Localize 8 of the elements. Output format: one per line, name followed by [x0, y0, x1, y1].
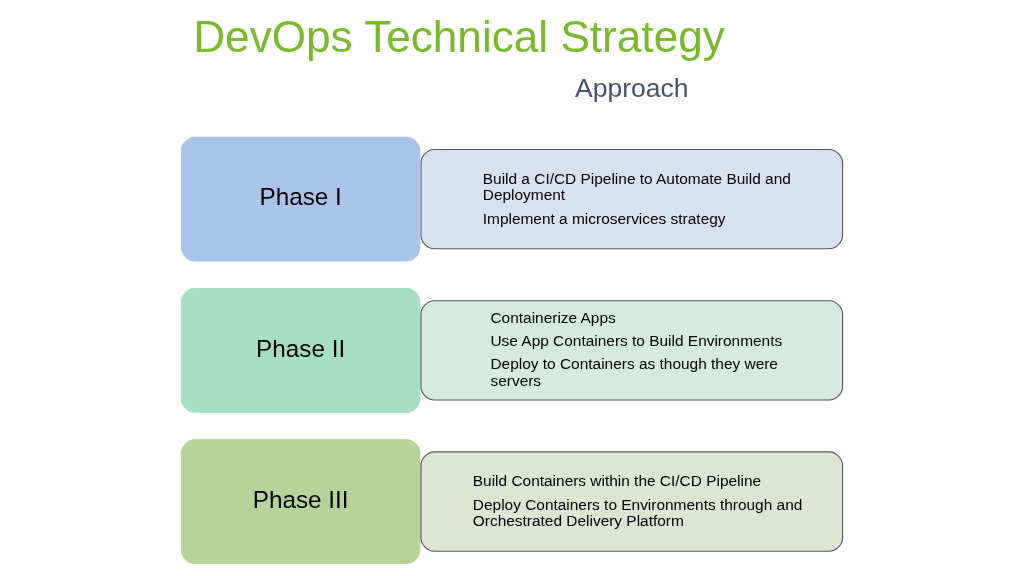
- node-box: Phase III: [180, 439, 421, 564]
- node-box: Build Containers within the CI/CD Pipeline Deploy Containers to Environments through and Orchestrated Delivery Platform: [420, 451, 844, 552]
- node-box: Build a CI/CD Pipeline to Automate Build and Deployment Implement a microservices strategy: [420, 148, 844, 250]
- node-box: Phase I: [180, 136, 421, 262]
- label: Approach: [575, 72, 689, 103]
- node-box: Containerize Apps Use App Containers to Build Environments Deploy to Containers as though they were servers: [420, 300, 844, 401]
- diagram-title: DevOps Technical Strategy: [193, 12, 725, 62]
- node-box: Phase II: [180, 288, 421, 413]
